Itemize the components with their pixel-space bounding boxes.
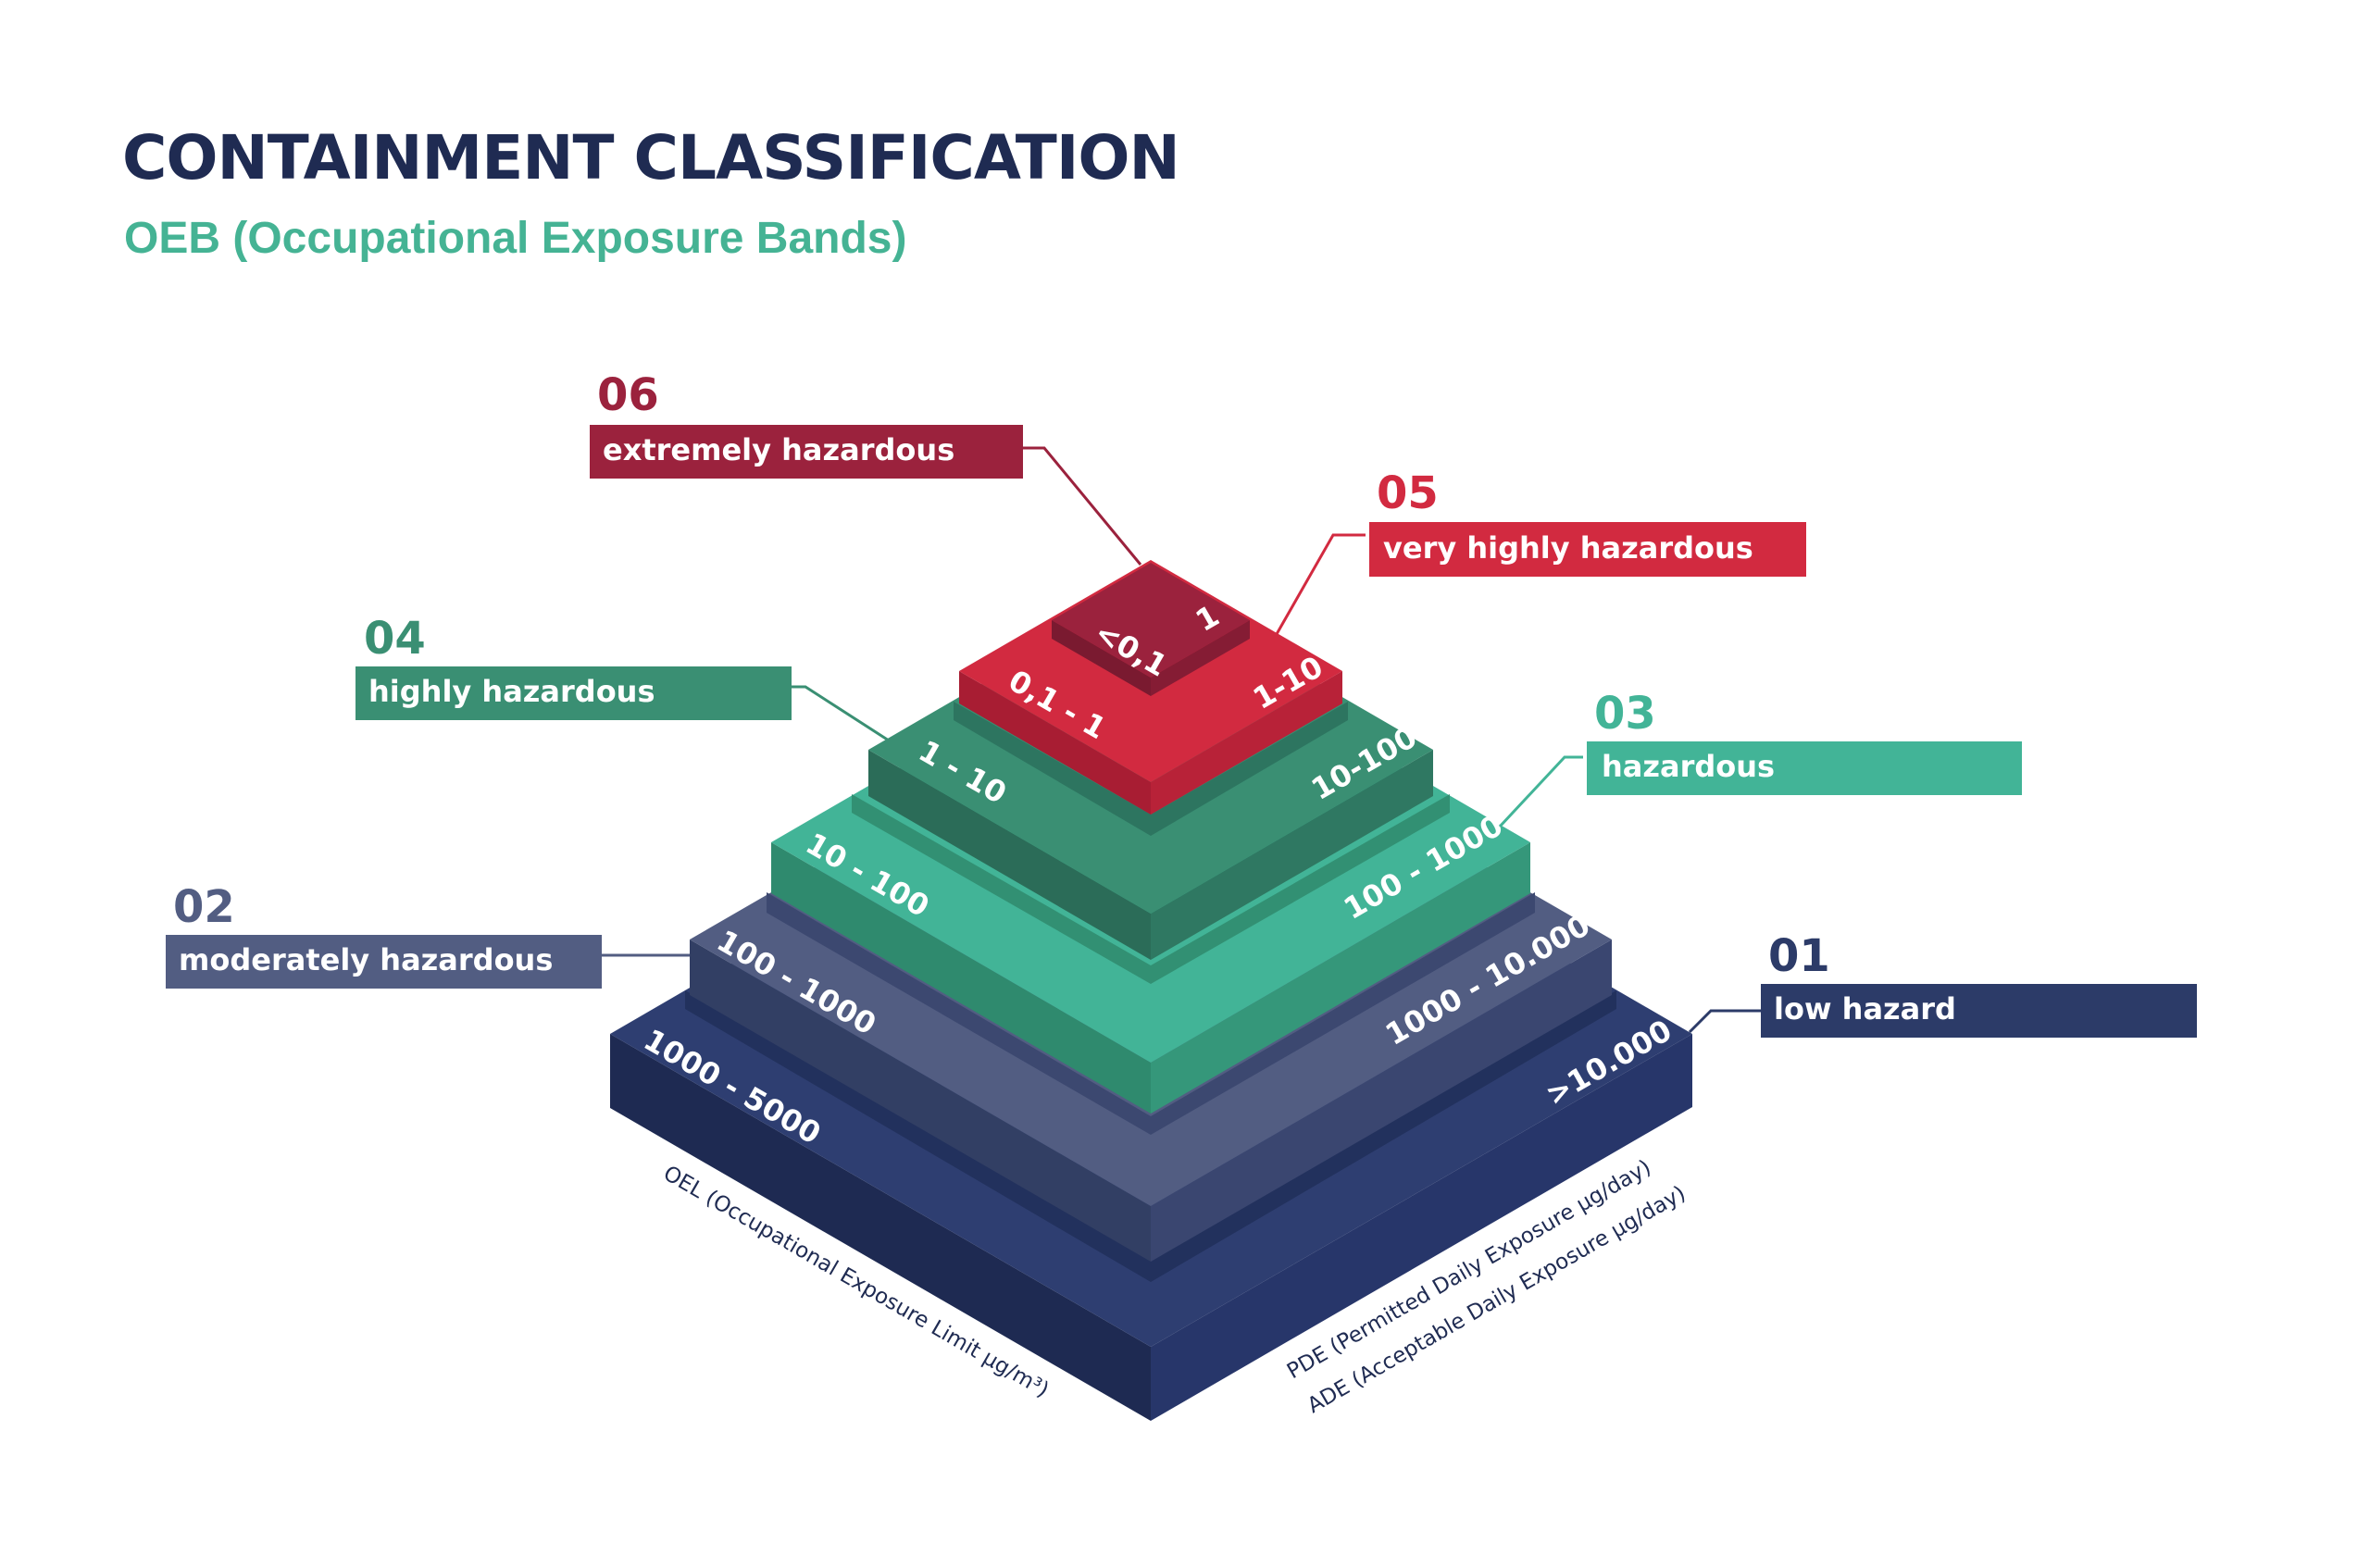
- leader-lines: [600, 446, 1764, 1034]
- callout-05: 05 very highly hazardous: [1369, 467, 1806, 577]
- tier-04-right-side: [1151, 750, 1433, 960]
- leader-line-03: [1498, 755, 1583, 828]
- callout-04-label: highly hazardous: [368, 674, 655, 709]
- leader-line-05: [1271, 533, 1366, 641]
- page-subtitle: OEB (Occupational Exposure Bands): [124, 214, 907, 263]
- page-title: CONTAINMENT CLASSIFICATION: [122, 122, 1180, 193]
- callout-04: 04 highly hazardous: [356, 613, 792, 720]
- tier-05: [959, 560, 1342, 815]
- tier-03-right-side: [1151, 842, 1530, 1114]
- callout-02-number: 02: [173, 881, 235, 933]
- tier-01-right-side: [1151, 1034, 1692, 1421]
- tier-06-left-side: [1052, 620, 1151, 696]
- callout-01-label: low hazard: [1774, 991, 1956, 1027]
- callout-02-box: [166, 935, 602, 989]
- tier-05-left-side: [959, 671, 1151, 815]
- callout-04-box: [356, 666, 792, 720]
- tier-02-right-side: [1151, 940, 1612, 1262]
- callout-01-box: [1761, 984, 2197, 1038]
- callout-06-number: 06: [597, 369, 659, 421]
- tier-02-left-side: [690, 940, 1151, 1262]
- callout-04-number: 04: [364, 613, 426, 665]
- leader-line-06: [1018, 446, 1142, 566]
- callout-05-box: [1369, 522, 1806, 577]
- callout-05-number: 05: [1377, 467, 1439, 519]
- leader-line-01: [1688, 1009, 1764, 1034]
- callout-06: 06 extremely hazardous: [590, 369, 1023, 479]
- callout-02: 02 moderately hazardous: [166, 881, 602, 989]
- leader-line-04: [789, 685, 890, 742]
- callout-03: 03 hazardous: [1587, 688, 2022, 795]
- tier-01-left-side: [610, 1034, 1151, 1421]
- tier-04-left-side: [868, 750, 1151, 960]
- callout-02-label: moderately hazardous: [179, 942, 553, 977]
- callout-03-label: hazardous: [1602, 749, 1775, 784]
- callout-05-label: very highly hazardous: [1383, 530, 1753, 566]
- callout-06-label: extremely hazardous: [603, 432, 954, 467]
- tier-06: [1052, 563, 1250, 696]
- callout-01-number: 01: [1768, 930, 1830, 982]
- tier-05-right-side: [1151, 671, 1342, 815]
- tier-06-right-side: [1151, 620, 1250, 696]
- callout-03-number: 03: [1594, 688, 1656, 740]
- tier-06-top-face: [1052, 563, 1250, 678]
- callout-03-box: [1587, 741, 2022, 795]
- callout-06-box: [590, 425, 1023, 479]
- callout-01: 01 low hazard: [1761, 930, 2197, 1038]
- tier-03-left-side: [771, 842, 1151, 1114]
